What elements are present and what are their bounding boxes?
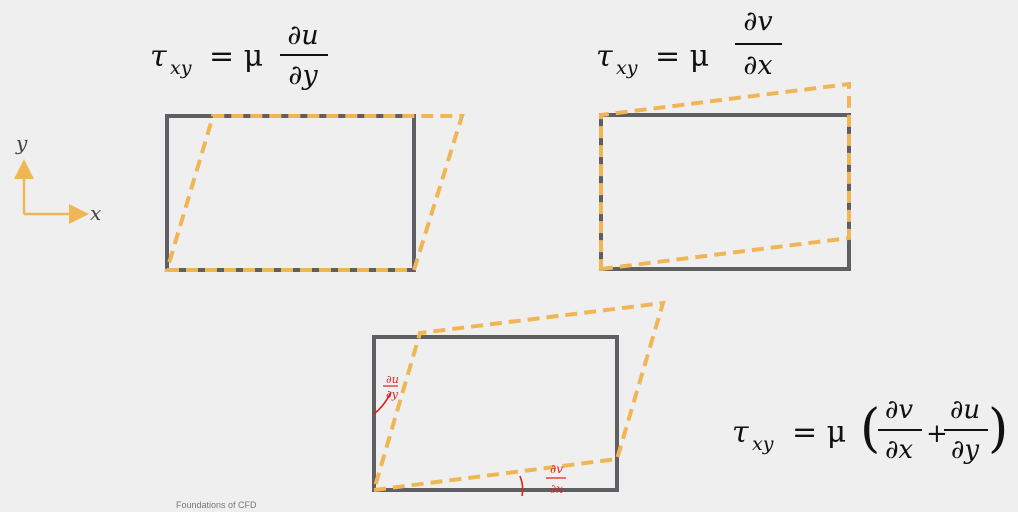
undeformed-element-3 <box>372 335 619 492</box>
undeformed-element-1 <box>165 114 416 272</box>
eq3-denominator-1: ∂x <box>885 435 913 465</box>
shear-diagram-combined <box>371 300 666 493</box>
eq3-right-paren: ) <box>988 399 1008 459</box>
annotation-bottom-numerator: ∂v <box>550 462 563 476</box>
x-axis-label: x <box>90 201 101 225</box>
axes-legend: y x <box>13 131 101 225</box>
footer-credit: Foundations of CFD <box>176 500 257 510</box>
eq1-equals-mu: = μ <box>209 39 263 74</box>
deformed-element-1 <box>164 114 465 272</box>
annotation-left-denominator: ∂y <box>386 388 399 401</box>
eq2-denominator: ∂x <box>743 50 772 81</box>
eq3-subscript: xy <box>752 433 774 455</box>
eq3-plus: + <box>926 419 948 449</box>
shear-diagram-du-dy <box>164 114 465 272</box>
equation-dv-dx: τ xy = μ ∂v ∂x <box>596 6 782 81</box>
y-axis-label: y <box>15 131 28 155</box>
eq1-tau: τ <box>150 39 167 74</box>
annotation-left-numerator: ∂u <box>386 373 399 386</box>
annotation-bottom-denominator: ∂x <box>550 482 563 496</box>
angle-arc-bottom <box>519 475 524 497</box>
eq3-equals-mu: = μ <box>792 415 846 450</box>
handwritten-annotations: ∂u ∂y ∂v ∂x <box>373 373 566 497</box>
eq1-denominator: ∂y <box>288 60 318 91</box>
eq1-numerator: ∂u <box>287 20 318 51</box>
eq3-denominator-2: ∂y <box>951 435 979 465</box>
equation-combined: τ xy = μ ( ∂v ∂x + ∂u ∂y ) <box>732 395 1008 465</box>
eq3-numerator-1: ∂v <box>885 395 913 425</box>
undeformed-element-2 <box>599 113 851 271</box>
eq1-subscript: xy <box>170 57 192 79</box>
shear-diagram-dv-dx <box>599 81 851 272</box>
eq3-numerator-2: ∂u <box>950 395 980 425</box>
angle-arc-left <box>373 391 392 415</box>
eq3-left-paren: ( <box>860 399 880 459</box>
eq2-tau: τ <box>596 39 613 74</box>
eq3-tau: τ <box>732 415 749 450</box>
eq2-numerator: ∂v <box>743 6 772 37</box>
eq2-subscript: xy <box>616 57 638 79</box>
deformed-element-2 <box>599 81 851 272</box>
eq2-equals-mu: = μ <box>655 39 709 74</box>
deformed-element-3 <box>371 300 666 493</box>
equation-du-dy: τ xy = μ ∂u ∂y <box>150 20 328 91</box>
